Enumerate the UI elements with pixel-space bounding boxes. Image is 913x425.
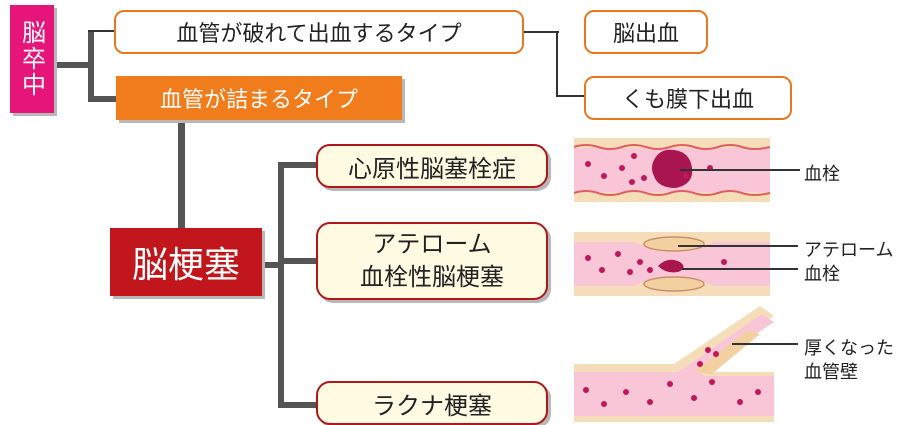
infarction-box: 脳梗塞 (110, 228, 262, 296)
lacunar-box: ラクナ梗塞 (316, 381, 548, 425)
atherothrombotic-vessel-illustration (574, 232, 770, 296)
ischemic-type-box: 血管が詰まるタイプ (116, 76, 402, 120)
cerebral-hemorrhage-label: 脳出血 (612, 22, 679, 47)
ischemic-type-label: 血管が詰まるタイプ (159, 88, 358, 113)
thickened-wall-label-line1: 厚くなった (804, 338, 894, 359)
hemorrhagic-type-label: 血管が破れて出血するタイプ (176, 22, 462, 47)
hemorrhagic-type-box: 血管が破れて出血するタイプ (114, 10, 524, 54)
subarachnoid-hemorrhage-box: くも膜下出血 (584, 76, 792, 120)
lacunar-label: ラクナ梗塞 (372, 391, 492, 420)
atherothrombotic-label-line1: アテローム (372, 230, 492, 258)
subarachnoid-hemorrhage-label: くも膜下出血 (621, 88, 754, 113)
atheroma-label: アテローム (804, 240, 894, 261)
atherothrombotic-clot-label: 血栓 (804, 264, 840, 285)
cardioembolic-box: 心原性脳塞栓症 (316, 144, 548, 188)
lacunar-vessel-illustration (574, 306, 774, 422)
cerebral-hemorrhage-box: 脳出血 (584, 10, 708, 54)
stroke-box: 脳卒中 (10, 5, 54, 113)
cardioembolic-clot-label: 血栓 (804, 164, 840, 185)
atherothrombotic-label-line2: 血栓性脳梗塞 (360, 263, 504, 291)
stroke-label: 脳卒中 (17, 20, 46, 98)
atherothrombotic-box: アテローム 血栓性脳梗塞 (316, 222, 548, 300)
infarction-label: 脳梗塞 (131, 245, 240, 286)
cardioembolic-label: 心原性脳塞栓症 (348, 154, 516, 183)
thickened-wall-label-line2: 血管壁 (804, 362, 858, 383)
